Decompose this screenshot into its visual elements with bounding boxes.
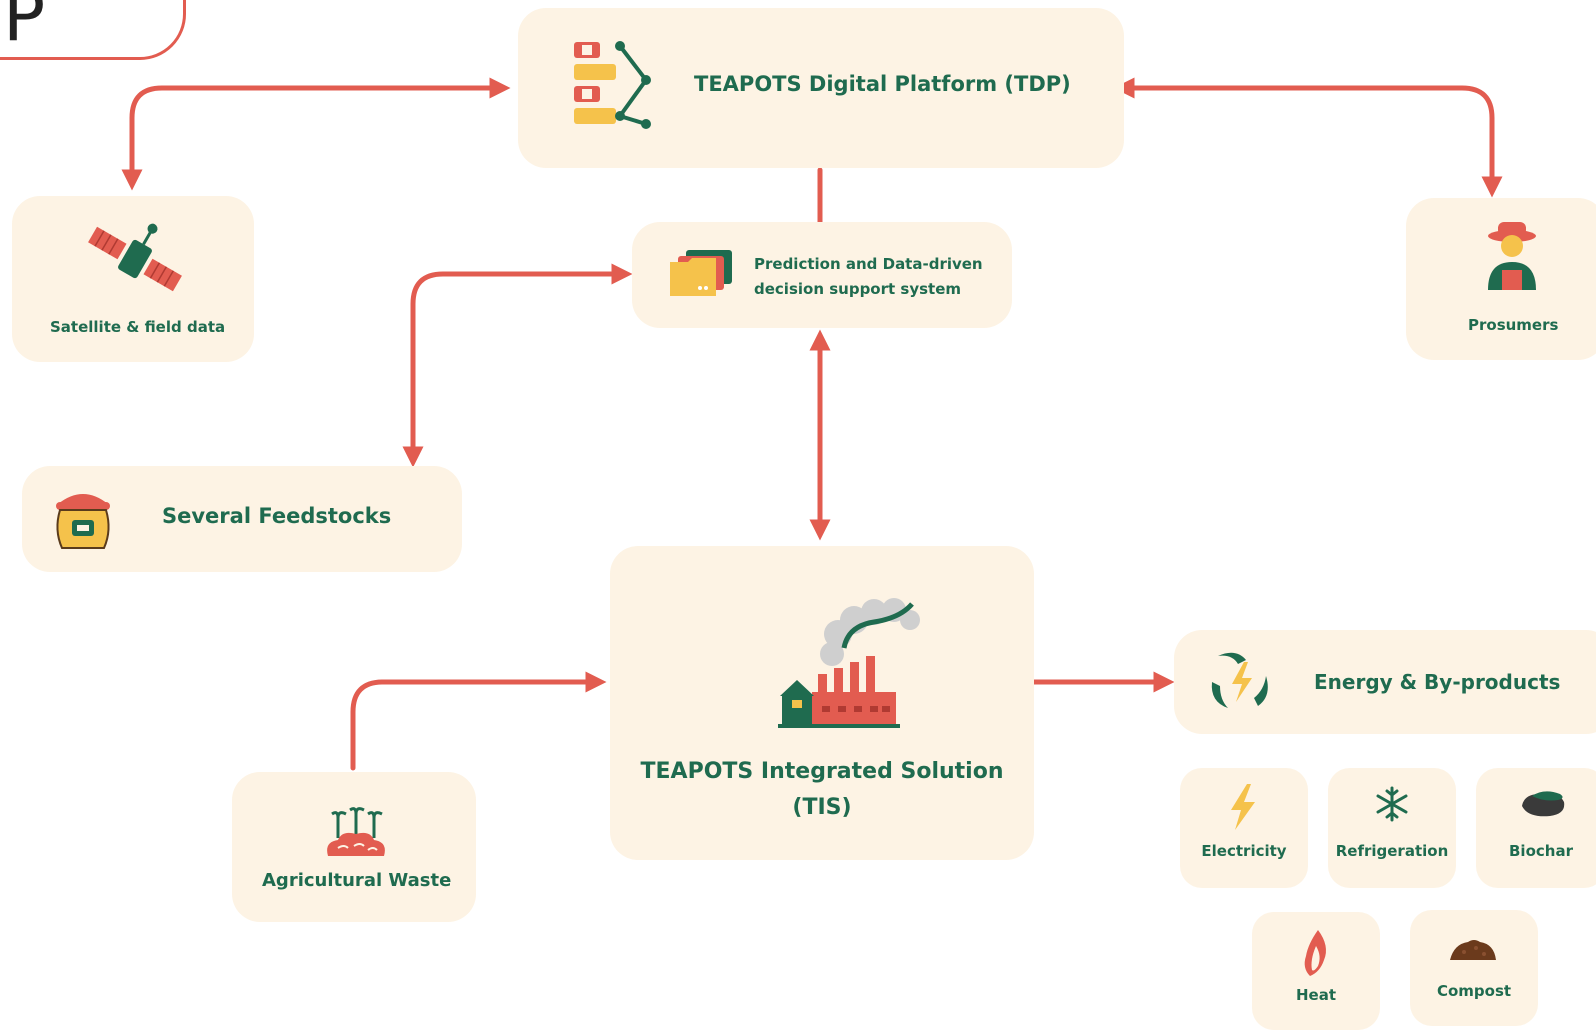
arrow-tdp-satellite [121,77,511,191]
output-electricity-label: Electricity [1201,842,1287,860]
flame-icon [1304,930,1326,976]
energy-recycle-icon [1211,652,1268,708]
snowflake-icon [1376,786,1408,822]
node-tis: TEAPOTS Integrated Solution (TIS) [610,546,1034,860]
output-refrigeration: Refrigeration [1328,768,1456,888]
arrow-tdp-prosumers [1113,77,1503,198]
node-satellite: Satellite & field data [12,196,254,362]
data-tree-icon [574,41,651,129]
output-refrigeration-label: Refrigeration [1335,842,1449,860]
output-compost: Compost [1410,910,1538,1026]
node-feedstocks: Several Feedstocks [22,466,462,572]
output-heat-label: Heat [1295,986,1337,1004]
corner-tab-text: P [3,0,46,57]
tdp-label: TEAPOTS Digital Platform (TDP) [694,72,1071,96]
tis-label: TEAPOTS Integrated Solution (TIS) [610,754,1034,826]
dss-label-line2: decision support system [754,280,962,298]
energy-label: Energy & By-products [1314,670,1561,694]
compost-icon [1450,940,1496,960]
tis-label-line1: TEAPOTS Integrated Solution [640,759,1004,784]
agri-waste-label: Agricultural Waste [262,870,452,891]
factory-icon [778,598,920,728]
lightning-icon [1231,784,1255,830]
node-energy: Energy & By-products [1174,630,1596,734]
node-tdp: TEAPOTS Digital Platform (TDP) [518,8,1124,168]
biochar-icon [1522,791,1565,817]
dss-label-line1: Prediction and Data-driven [754,255,983,273]
node-agri-waste: Agricultural Waste [232,772,476,922]
output-biochar: Biochar [1476,768,1596,888]
output-compost-label: Compost [1436,982,1512,1000]
node-prosumers: Prosumers [1406,198,1596,360]
satellite-icon [88,223,182,292]
output-electricity: Electricity [1180,768,1308,888]
satellite-label: Satellite & field data [50,318,226,336]
output-biochar-label: Biochar [1509,842,1573,860]
dss-label: Prediction and Data-driven decision supp… [754,252,983,302]
node-dss: Prediction and Data-driven decision supp… [632,222,1012,328]
corner-tab: P [0,0,186,60]
tis-label-line2: (TIS) [792,795,852,820]
arrow-waste-tis [350,671,607,771]
output-heat: Heat [1252,912,1380,1030]
feed-sack-icon [56,494,110,549]
plant-waste-icon [327,807,385,856]
prosumers-label: Prosumers [1468,316,1559,334]
feedstocks-label: Several Feedstocks [162,504,392,528]
folders-icon [670,250,732,296]
arrow-dss-feedstocks [402,263,633,468]
farmer-icon [1488,222,1536,290]
